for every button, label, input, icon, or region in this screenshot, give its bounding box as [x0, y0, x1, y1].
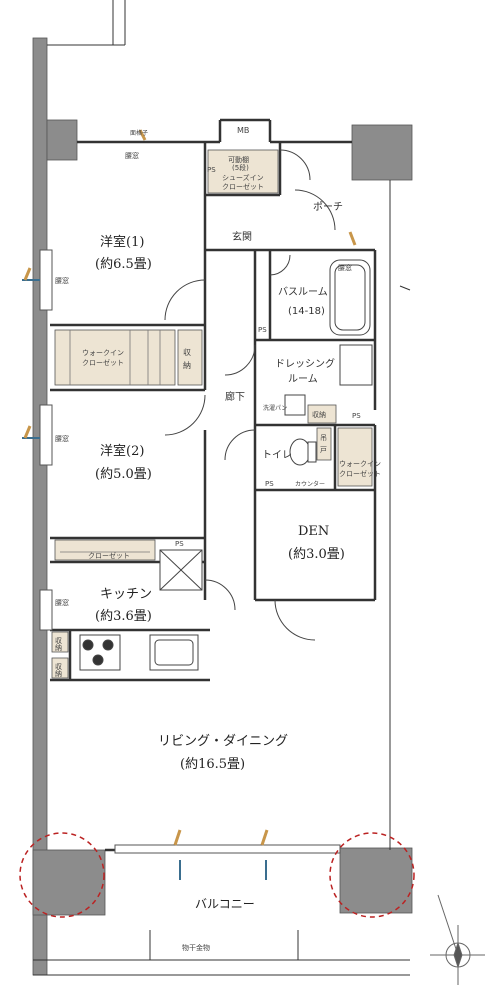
room-kitchen-size: (約3.6畳) [95, 609, 152, 624]
storage-kitchen-1b: 納 [55, 643, 62, 652]
window-label-western1: 腰窓 [55, 276, 69, 285]
movable-shelf-label: 可動棚 [228, 155, 249, 164]
shoes-in-label-2: クローゼット [222, 182, 264, 191]
movable-shelf-count: (5段) [232, 163, 249, 172]
room-western2-size: (約5.0畳) [95, 467, 152, 482]
room-labels: 洋室(1) (約6.5畳) 洋室(2) (約5.0畳) キッチン (約3.6畳)… [95, 201, 345, 911]
ps-label-entrance: PS [207, 166, 216, 174]
ps-label-dressing: PS [352, 412, 361, 420]
storage-kitchen-1a: 収 [55, 637, 62, 645]
ps-label-kitchen: PS [175, 540, 184, 548]
closet-western2: クローゼット [88, 551, 130, 560]
window-label-western2: 腰窓 [55, 434, 69, 443]
room-den-size: (約3.0畳) [288, 547, 345, 562]
storage-dressing: 収納 [312, 410, 326, 419]
ps-label-bath: PS [258, 326, 267, 334]
shoes-in-label-1: シューズイン [222, 173, 264, 182]
doors [164, 149, 336, 641]
room-kitchen-name: キッチン [100, 587, 152, 602]
room-hallway-name: 廊下 [225, 390, 245, 403]
storage-labels: MB PS 可動棚 (5段) シューズイン クローゼット ウォークイン クローゼ… [55, 126, 381, 952]
walkin2-label-1: ウォークイン [339, 460, 381, 468]
window-label-hatch: 面格子 [130, 129, 148, 137]
window-label-kitchen: 腰窓 [55, 598, 69, 607]
room-bath-name: バスルーム [278, 286, 328, 298]
window-labels: 腰窓 腰窓 腰窓 腰窓 面格子 腰窓 [55, 129, 352, 607]
room-balcony-name: バルコニー [195, 897, 255, 911]
room-dressing-name1: ドレッシング [275, 357, 335, 370]
walkin1-label-1: ウォークイン [82, 349, 124, 357]
storage-western1: 収 [183, 347, 191, 357]
room-entrance-name: 玄関 [232, 230, 252, 243]
room-living-size: (約16.5畳) [180, 757, 245, 772]
hang-label-2: 戸 [320, 446, 327, 454]
closet-rails [60, 330, 161, 553]
room-porch-name: ポーチ [313, 201, 343, 213]
walkin1-label-2: クローゼット [82, 358, 124, 367]
room-living-name: リビング・ダイニング [158, 734, 288, 749]
column-markers [19, 832, 415, 918]
mb-label: MB [237, 126, 249, 135]
fixtures [79, 259, 373, 671]
laundry-rod-label: 物干金物 [182, 943, 210, 952]
hang-label-1: 吊 [320, 434, 327, 442]
exterior-lines [33, 0, 411, 976]
storage-western1b: 納 [183, 360, 191, 370]
room-western2-name: 洋室(2) [100, 443, 144, 459]
ps-label-toilet: PS [265, 480, 274, 488]
counter-label: カウンター [295, 480, 325, 488]
closets [51, 149, 373, 679]
window-label-top: 腰窓 [125, 151, 139, 160]
window-label-bath: 腰窓 [338, 263, 352, 272]
room-western1-size: (約6.5畳) [95, 257, 152, 272]
compass-icon [430, 894, 485, 985]
washer-pan-label: 洗濯パン [263, 404, 287, 412]
room-toilet-name: トイレ [262, 450, 292, 461]
walkin2-label-2: クローゼット [339, 469, 381, 478]
room-bath-size: (14-18) [288, 306, 325, 317]
storage-kitchen-2b: 納 [55, 669, 62, 678]
room-western1-name: 洋室(1) [100, 234, 144, 250]
room-den-name: DEN [298, 524, 329, 539]
storage-kitchen-2a: 収 [55, 663, 62, 671]
windows [22, 129, 357, 880]
room-dressing-name2: ルーム [288, 373, 318, 385]
